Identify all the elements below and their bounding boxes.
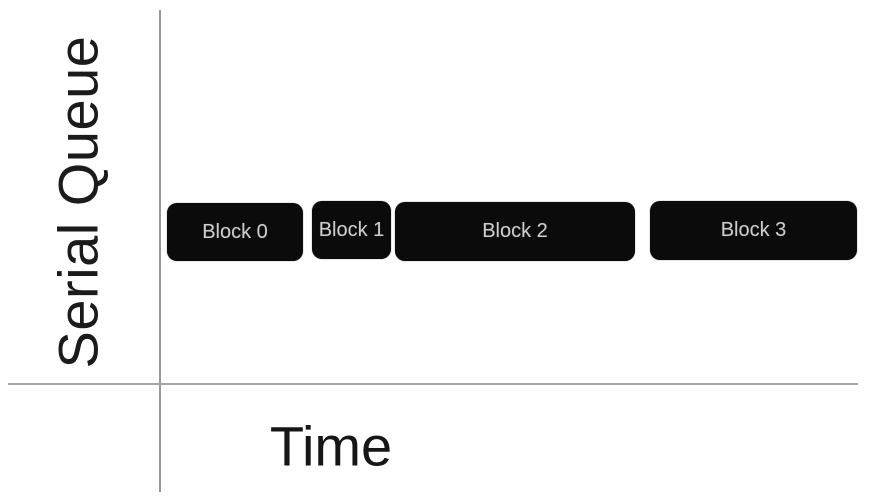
block-3: Block 3 — [650, 201, 857, 260]
block-2: Block 2 — [395, 202, 635, 261]
x-axis-line — [8, 383, 858, 385]
x-axis-label: Time — [269, 414, 393, 478]
block-1: Block 1 — [312, 201, 391, 259]
block-0: Block 0 — [167, 203, 303, 261]
y-axis-line — [159, 10, 161, 492]
block-2-label: Block 2 — [482, 220, 548, 242]
block-1-label: Block 1 — [318, 218, 385, 241]
block-3-label: Block 3 — [720, 219, 787, 241]
block-0-label: Block 0 — [202, 220, 268, 243]
y-axis-label: Serial Queue — [46, 35, 110, 369]
